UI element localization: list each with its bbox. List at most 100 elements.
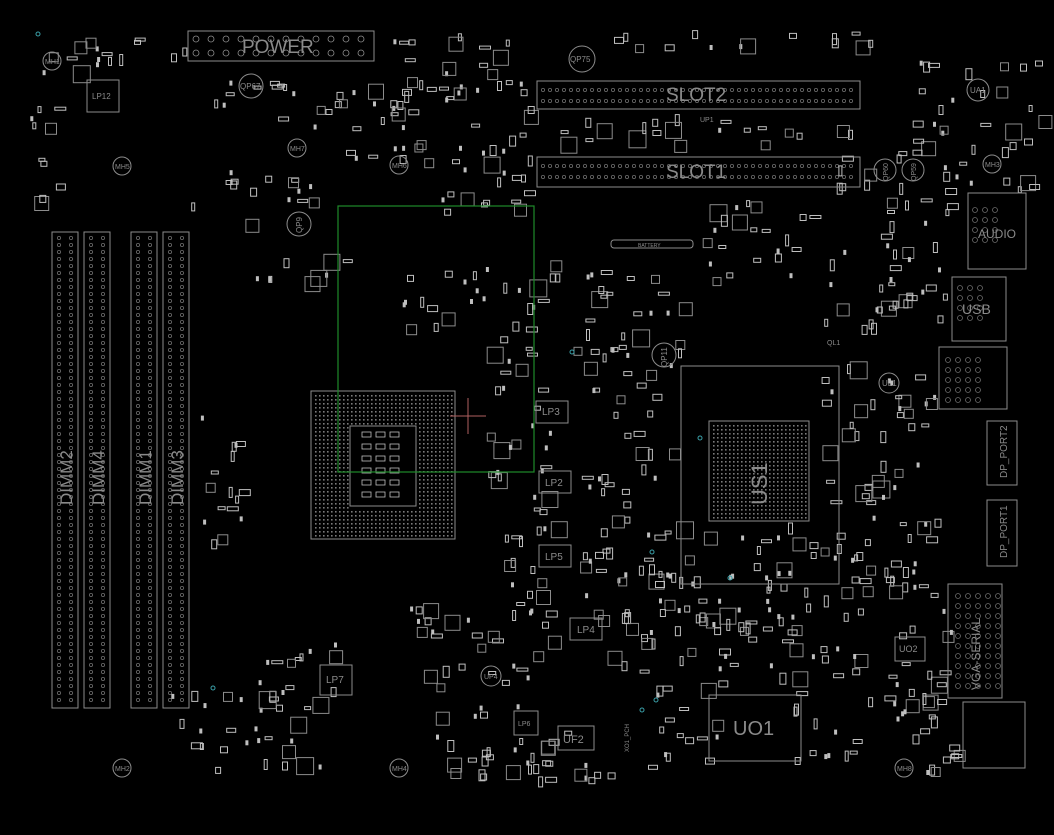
dimm-pin (147, 516, 152, 521)
connector-pin (955, 377, 961, 383)
dimm-pin (69, 466, 74, 471)
pch-ball (777, 505, 779, 507)
smd-pad (544, 445, 548, 451)
cpu-ball (419, 467, 421, 469)
cpu-ball (391, 423, 393, 425)
cpu-ball (315, 523, 317, 525)
smd-part (674, 626, 681, 637)
dimm-pin (167, 424, 172, 429)
pch-ball (741, 441, 743, 443)
cpu-ball (319, 407, 321, 409)
cpu-ball (407, 511, 409, 513)
pch-ball (733, 429, 735, 431)
cpu-ball (343, 499, 345, 501)
pch-ball (797, 493, 799, 495)
cpu-ball (415, 407, 417, 409)
smd-pad (255, 276, 259, 282)
dimm-pin (167, 382, 172, 387)
cpu-ball (443, 527, 445, 529)
pch-ball (725, 465, 727, 467)
smd-part (623, 371, 633, 377)
pch-ball (801, 513, 803, 515)
dimm-pin (69, 424, 74, 429)
slot-pin (611, 163, 616, 168)
dimm-pin (179, 551, 184, 556)
smd-part (346, 149, 356, 156)
pch-ball (781, 473, 783, 475)
dimm-pin (179, 368, 184, 373)
dimm-pin (57, 593, 62, 598)
pch-ball (713, 513, 715, 515)
cpu-ball (383, 531, 385, 533)
cpu-ball (355, 535, 357, 537)
cpu-ball (327, 395, 329, 397)
cpu-ball (375, 407, 377, 409)
smd-part (426, 86, 437, 92)
smd-part (809, 750, 817, 757)
pch-ball (765, 437, 767, 439)
mh7-mounting-hole (287, 138, 307, 158)
pch-ball (713, 473, 715, 475)
cpu-ball (347, 495, 349, 497)
ic-part (687, 647, 697, 657)
smd-part (887, 210, 895, 214)
dimm-pin (179, 298, 184, 303)
pch-ball (733, 433, 735, 435)
cpu-ball (407, 535, 409, 537)
cpu-ball (443, 411, 445, 413)
cpu-ball (439, 487, 441, 489)
cpu-ball (399, 407, 401, 409)
cpu-ball (415, 419, 417, 421)
cpu-ball (443, 427, 445, 429)
dimm-pin (57, 628, 62, 633)
dimm-pin (89, 375, 94, 380)
pch-ball (717, 477, 719, 479)
connector-pin (955, 367, 961, 373)
cpu-ball (427, 499, 429, 501)
dimm-pin (69, 670, 74, 675)
dimm-pin (179, 530, 184, 535)
pch-ball (765, 493, 767, 495)
cpu-ball (419, 419, 421, 421)
pch-ball (717, 497, 719, 499)
smd-part (402, 88, 412, 96)
slot-pin (800, 174, 805, 179)
uo2-chip (894, 636, 926, 662)
pch-ball (805, 489, 807, 491)
slot-pin (835, 174, 840, 179)
pch-ball (793, 485, 795, 487)
pch-ball (781, 429, 783, 431)
slot-pin (555, 99, 560, 104)
pch-ball (733, 517, 735, 519)
cpu-ball (319, 519, 321, 521)
smd-part (264, 736, 273, 741)
smd-part (843, 612, 849, 622)
pch-ball (797, 513, 799, 515)
cpu-ball (439, 455, 441, 457)
cpu-ball (411, 531, 413, 533)
pch-ball (793, 493, 795, 495)
pch-ball (749, 493, 751, 495)
smd-part (533, 764, 540, 775)
smd-pad (938, 267, 941, 273)
cpu-ball (395, 523, 397, 525)
cpu-socket-inner (349, 425, 417, 507)
slot-pin (639, 174, 644, 179)
smd-part (791, 247, 802, 252)
smd-pad (708, 261, 712, 267)
smd-part (446, 96, 455, 101)
pch-ball (789, 501, 791, 503)
ql1-label: QL1 (827, 340, 840, 347)
pch-ball (745, 505, 747, 507)
cpu-ball (431, 527, 433, 529)
pch-ball (737, 453, 739, 455)
pch-ball (765, 449, 767, 451)
dimm-pin (135, 516, 140, 521)
dimm-pin (69, 270, 74, 275)
pch-ball (777, 445, 779, 447)
dimm-pin (147, 459, 152, 464)
cpu-ball (347, 419, 349, 421)
smd-part (545, 610, 558, 618)
cpu-ball (359, 535, 361, 537)
pch-ball (737, 433, 739, 435)
